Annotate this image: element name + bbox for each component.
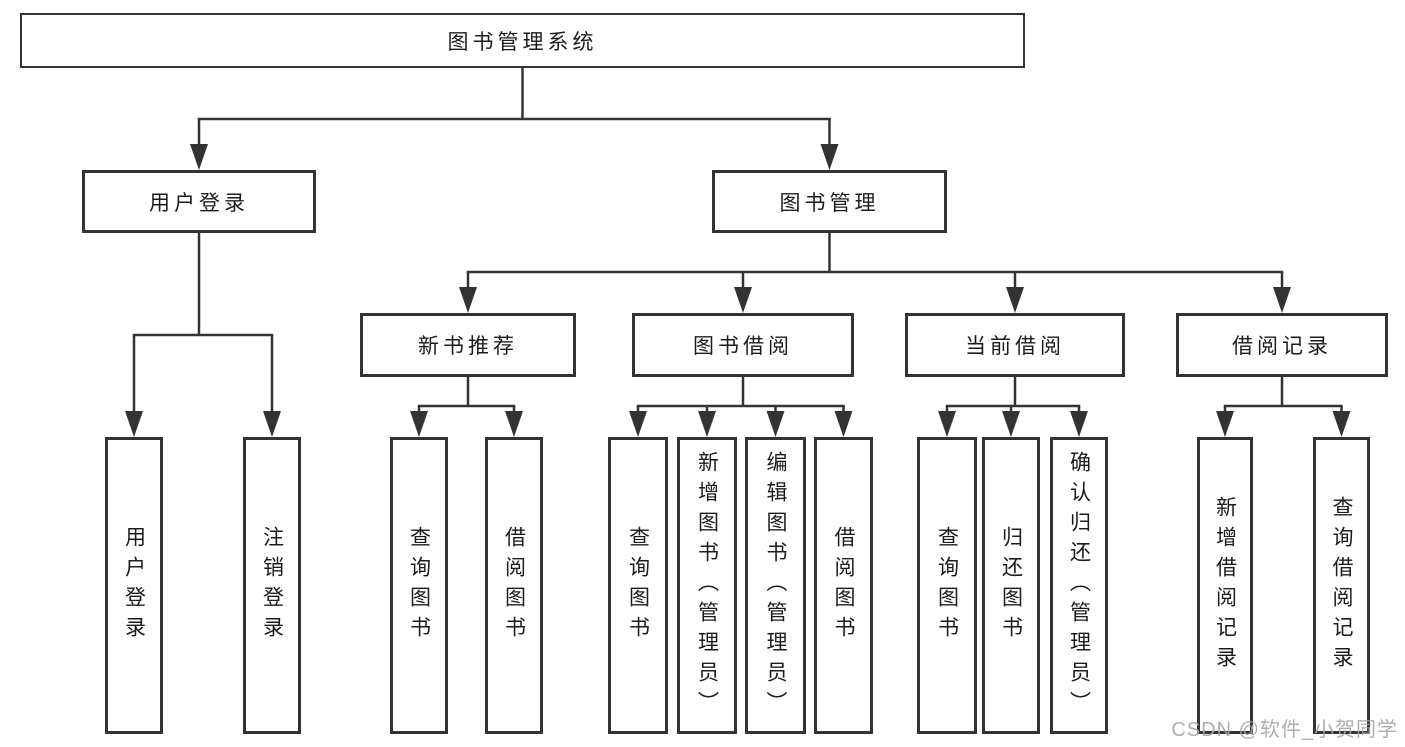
node-label-nb-borrow: 借阅图书 — [502, 525, 526, 646]
watermark-text: CSDN @软件_小贺同学 — [1171, 719, 1398, 741]
node-newbook: 新书推荐 — [360, 313, 576, 377]
node-label-r-add: 新增借阅记录 — [1213, 495, 1237, 676]
node-label-current: 当前借阅 — [965, 335, 1065, 358]
node-mgmt: 图书管理 — [712, 170, 947, 233]
node-label-mgmt: 图书管理 — [779, 191, 880, 215]
node-label-r-query: 查询借阅记录 — [1330, 495, 1353, 676]
node-current: 当前借阅 — [905, 313, 1125, 377]
node-label-c-return: 归还图书 — [999, 525, 1023, 646]
node-label-borrow: 图书借阅 — [693, 335, 793, 358]
node-label-b-edit: 编辑图书（管理员） — [764, 450, 787, 721]
node-c-confirm: 确认归还（管理员） — [1050, 437, 1108, 734]
node-label-logout: 注销登录 — [260, 525, 284, 646]
node-label-nb-query: 查询图书 — [407, 525, 431, 646]
node-c-query: 查询图书 — [917, 437, 977, 734]
node-label-b-add: 新增图书（管理员） — [695, 450, 719, 721]
node-nb-query: 查询图书 — [390, 437, 448, 734]
node-nb-borrow: 借阅图书 — [485, 437, 543, 734]
node-label-c-confirm: 确认归还（管理员） — [1067, 450, 1091, 721]
node-root: 图书管理系统 — [20, 13, 1025, 68]
node-b-edit: 编辑图书（管理员） — [745, 437, 806, 734]
node-b-add: 新增图书（管理员） — [677, 437, 737, 734]
node-label-login: 用户登录 — [149, 191, 249, 215]
node-r-add: 新增借阅记录 — [1197, 437, 1253, 734]
node-login: 用户登录 — [82, 170, 316, 233]
node-b-query: 查询图书 — [608, 437, 668, 734]
node-label-b-borrow: 借阅图书 — [832, 525, 855, 646]
node-label-b-query: 查询图书 — [626, 525, 650, 646]
node-records: 借阅记录 — [1176, 313, 1388, 377]
node-logout: 注销登录 — [243, 437, 301, 734]
node-r-query: 查询借阅记录 — [1313, 437, 1370, 734]
node-b-borrow: 借阅图书 — [814, 437, 873, 734]
node-c-return: 归还图书 — [982, 437, 1040, 734]
node-label-user-login: 用户登录 — [122, 525, 146, 646]
node-label-newbook: 新书推荐 — [418, 335, 518, 358]
node-borrow: 图书借阅 — [632, 313, 854, 377]
node-user-login: 用户登录 — [105, 437, 163, 734]
node-label-root: 图书管理系统 — [447, 30, 598, 54]
node-label-c-query: 查询图书 — [935, 525, 959, 646]
node-label-records: 借阅记录 — [1232, 335, 1332, 358]
